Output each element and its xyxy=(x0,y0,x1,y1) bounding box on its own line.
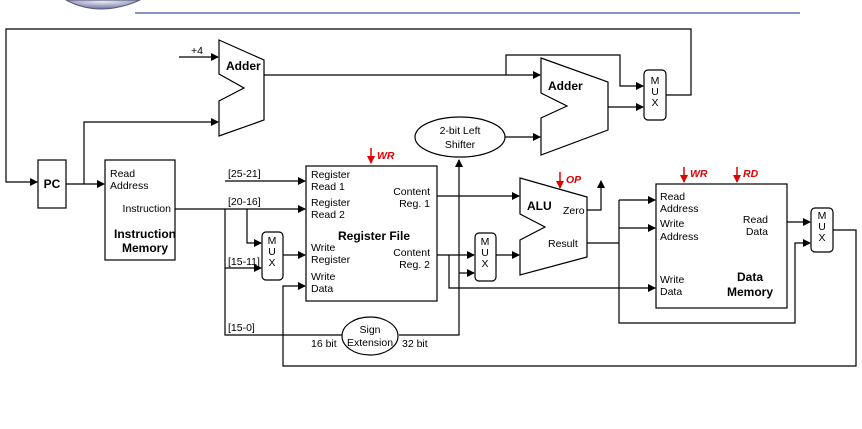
rf-content1-line2: Reg. 1 xyxy=(399,198,430,210)
sign-ext-line2: Extension xyxy=(347,337,393,349)
dmem-write-control: WR xyxy=(680,167,708,183)
adder-label: Adder xyxy=(226,59,261,73)
dmem-write-data-line2: Data xyxy=(660,286,682,298)
dmem-write-address-line1: Write xyxy=(660,218,684,230)
field-imm-label: [15-0] xyxy=(228,322,255,334)
dmem-read-address-line2: Address xyxy=(660,203,699,215)
program-counter: PC xyxy=(37,159,67,209)
alu-op-control: OP xyxy=(556,172,582,189)
field-rt-label: [20-16] xyxy=(228,196,261,208)
rf-write-reg-line2: Register xyxy=(311,254,351,266)
alu-zero: Zero xyxy=(563,205,585,217)
shifter-line2: Shifter xyxy=(445,139,476,151)
rf-write-data-line1: Write xyxy=(311,271,335,283)
header-logo xyxy=(65,0,141,10)
data-memory: Read Address Write Address Write Data Re… xyxy=(655,183,788,309)
pc-label: PC xyxy=(44,177,61,191)
rf-read1-line1: Register xyxy=(311,169,351,181)
plus-four-label: +4 xyxy=(191,45,203,57)
dmem-read-address-line1: Read xyxy=(660,191,685,203)
rf-read1-line2: Read 1 xyxy=(311,181,345,193)
dmem-rd-signal: RD xyxy=(743,168,759,180)
dmem-read-data-line1: Read xyxy=(743,214,768,226)
dmem-write-data-line1: Write xyxy=(660,274,684,286)
imem-read-address-line2: Address xyxy=(110,180,149,192)
rf-title: Register File xyxy=(338,229,410,243)
imem-read-address-line1: Read xyxy=(110,168,135,180)
field-rd-label: [15-11] xyxy=(228,256,260,268)
dmem-read-data-line2: Data xyxy=(746,226,768,238)
dmem-read-control: RD xyxy=(733,167,759,183)
sign-ext-in-width: 16 bit xyxy=(311,338,337,350)
rf-wr-signal: WR xyxy=(377,150,395,162)
rf-write-reg-line1: Write xyxy=(311,242,335,254)
imem-title-line1: Instruction xyxy=(114,227,176,241)
rf-content2-line2: Reg. 2 xyxy=(399,259,430,271)
instruction-memory: Read Address Instruction Instruction Mem… xyxy=(104,159,176,261)
alu-label: ALU xyxy=(527,199,552,213)
rf-write-data-line2: Data xyxy=(311,283,333,295)
dmem-title-line2: Memory xyxy=(727,285,773,299)
rf-content2-line1: Content xyxy=(393,247,430,259)
dmem-title-line1: Data xyxy=(737,270,763,284)
adder-pc-plus-four: Adder +4 xyxy=(191,39,265,137)
rf-read2-line2: Read 2 xyxy=(311,209,345,221)
sign-ext-out-width: 32 bit xyxy=(402,338,428,350)
sign-extension: Sign Extension 16 bit 32 bit xyxy=(311,316,428,356)
dmem-write-address-line2: Address xyxy=(660,231,699,243)
imem-instruction-port: Instruction xyxy=(123,203,172,215)
wires xyxy=(5,28,857,367)
adder-label: Adder xyxy=(548,79,583,93)
sign-ext-line1: Sign xyxy=(359,324,380,336)
alu-result: Result xyxy=(548,238,578,250)
field-rs-label: [25-21] xyxy=(228,168,261,180)
alu: ALU Zero Result xyxy=(519,177,588,276)
rf-write-control: WR xyxy=(367,148,395,164)
rf-read2-line1: Register xyxy=(311,197,351,209)
shifter-line1: 2-bit Left xyxy=(440,125,481,137)
register-file: Register Read 1 Register Read 2 Write Re… xyxy=(305,165,438,302)
dmem-wr-signal: WR xyxy=(690,168,708,180)
rf-content1-line1: Content xyxy=(393,186,430,198)
imem-title-line2: Memory xyxy=(122,241,168,255)
alu-op-signal: OP xyxy=(566,174,582,186)
shifter-2bit-left: 2-bit Left Shifter xyxy=(414,116,506,158)
adder-branch: Adder xyxy=(540,57,609,156)
